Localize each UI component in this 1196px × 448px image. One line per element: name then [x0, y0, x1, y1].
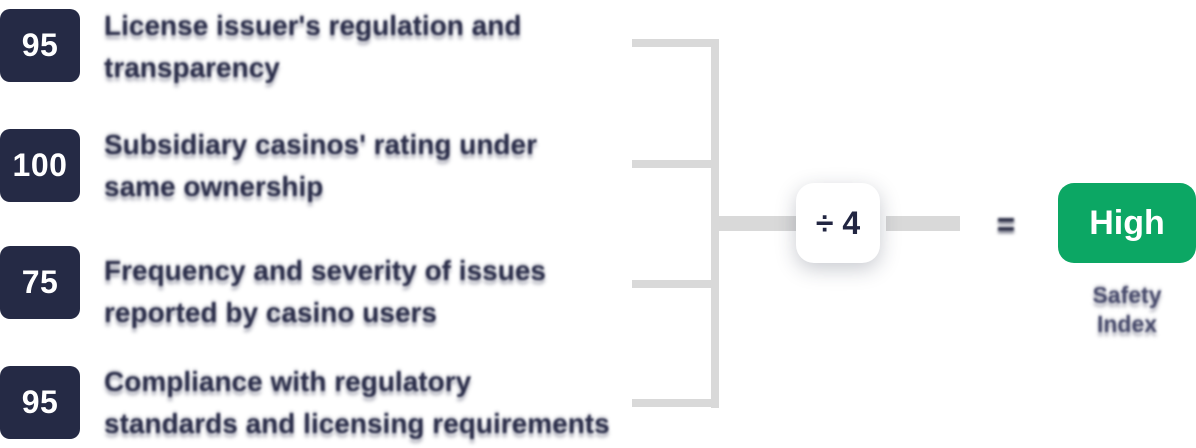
factor-label-line: Compliance with regulatory	[104, 366, 472, 397]
result-badge: High	[1058, 183, 1196, 263]
factor-label-line: License issuer's regulation and	[104, 10, 522, 41]
score-box: 100	[0, 129, 80, 202]
score-box: 75	[0, 246, 80, 319]
factor-label: License issuer's regulation and transpar…	[104, 5, 521, 89]
factor-label-line: same ownership	[104, 171, 324, 202]
caption-line: Safety	[1092, 282, 1162, 308]
factor-label: Subsidiary casinos' rating under same ow…	[104, 124, 537, 208]
score-value: 95	[21, 384, 59, 420]
connector-line-left	[711, 216, 796, 231]
bracket-stub-line	[632, 399, 719, 407]
equals-sign: =	[984, 202, 1028, 246]
score-value: 75	[21, 264, 59, 300]
score-box: 95	[0, 366, 80, 439]
factor-label: Compliance with regulatory standards and…	[104, 361, 610, 445]
connector-line-right	[886, 216, 960, 231]
equals-label: =	[996, 205, 1016, 242]
score-value: 100	[12, 147, 68, 183]
bracket-stub-line	[632, 280, 719, 288]
caption-line: Index	[1096, 311, 1158, 337]
factor-label-line: transparency	[104, 52, 280, 83]
bracket-stub-line	[632, 160, 719, 168]
factor-label-line: standards and licensing requirements	[104, 408, 610, 439]
factor-label-line: Frequency and severity of issues	[104, 255, 546, 286]
divide-label: ÷ 4	[815, 204, 861, 241]
result-badge-label: High	[1089, 203, 1165, 242]
divide-by-four-box: ÷ 4	[796, 183, 880, 263]
safety-index-caption: Safety Index	[1058, 281, 1196, 339]
score-box: 95	[0, 9, 80, 82]
factor-label: Frequency and severity of issues reporte…	[104, 250, 546, 334]
score-value: 95	[21, 27, 59, 63]
factor-label-line: reported by casino users	[104, 297, 438, 328]
factor-label-line: Subsidiary casinos' rating under	[104, 129, 537, 160]
bracket-stub-line	[632, 39, 719, 47]
